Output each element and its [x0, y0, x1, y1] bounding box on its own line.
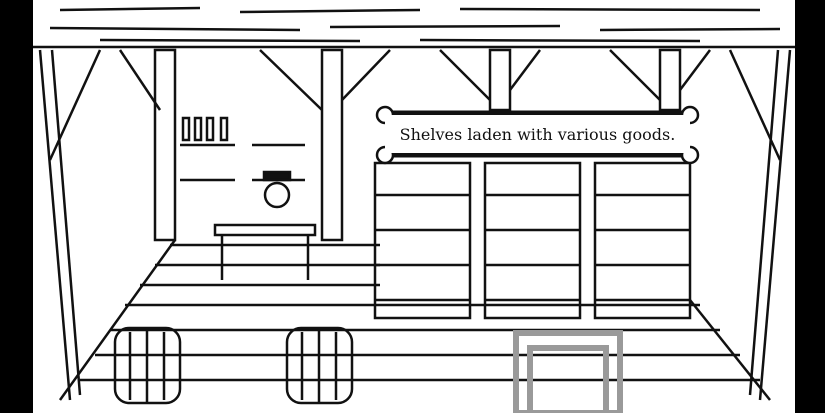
barrel[interactable]: [113, 326, 182, 405]
exit-door-highlight[interactable]: [513, 330, 623, 413]
roof-beam: [33, 6, 795, 49]
goods-shelf[interactable]: [373, 161, 472, 320]
goods-shelf[interactable]: [593, 161, 692, 320]
shopkeeper: [262, 170, 292, 209]
back-wall-shelves: [180, 116, 305, 182]
description-banner: Shelves laden with various goods.: [385, 115, 690, 153]
goods-shelf[interactable]: [483, 161, 582, 320]
barrel[interactable]: [285, 326, 354, 405]
wooden-posts: [38, 48, 792, 401]
shop-counter[interactable]: [213, 223, 317, 280]
banner-frame: [375, 105, 700, 165]
